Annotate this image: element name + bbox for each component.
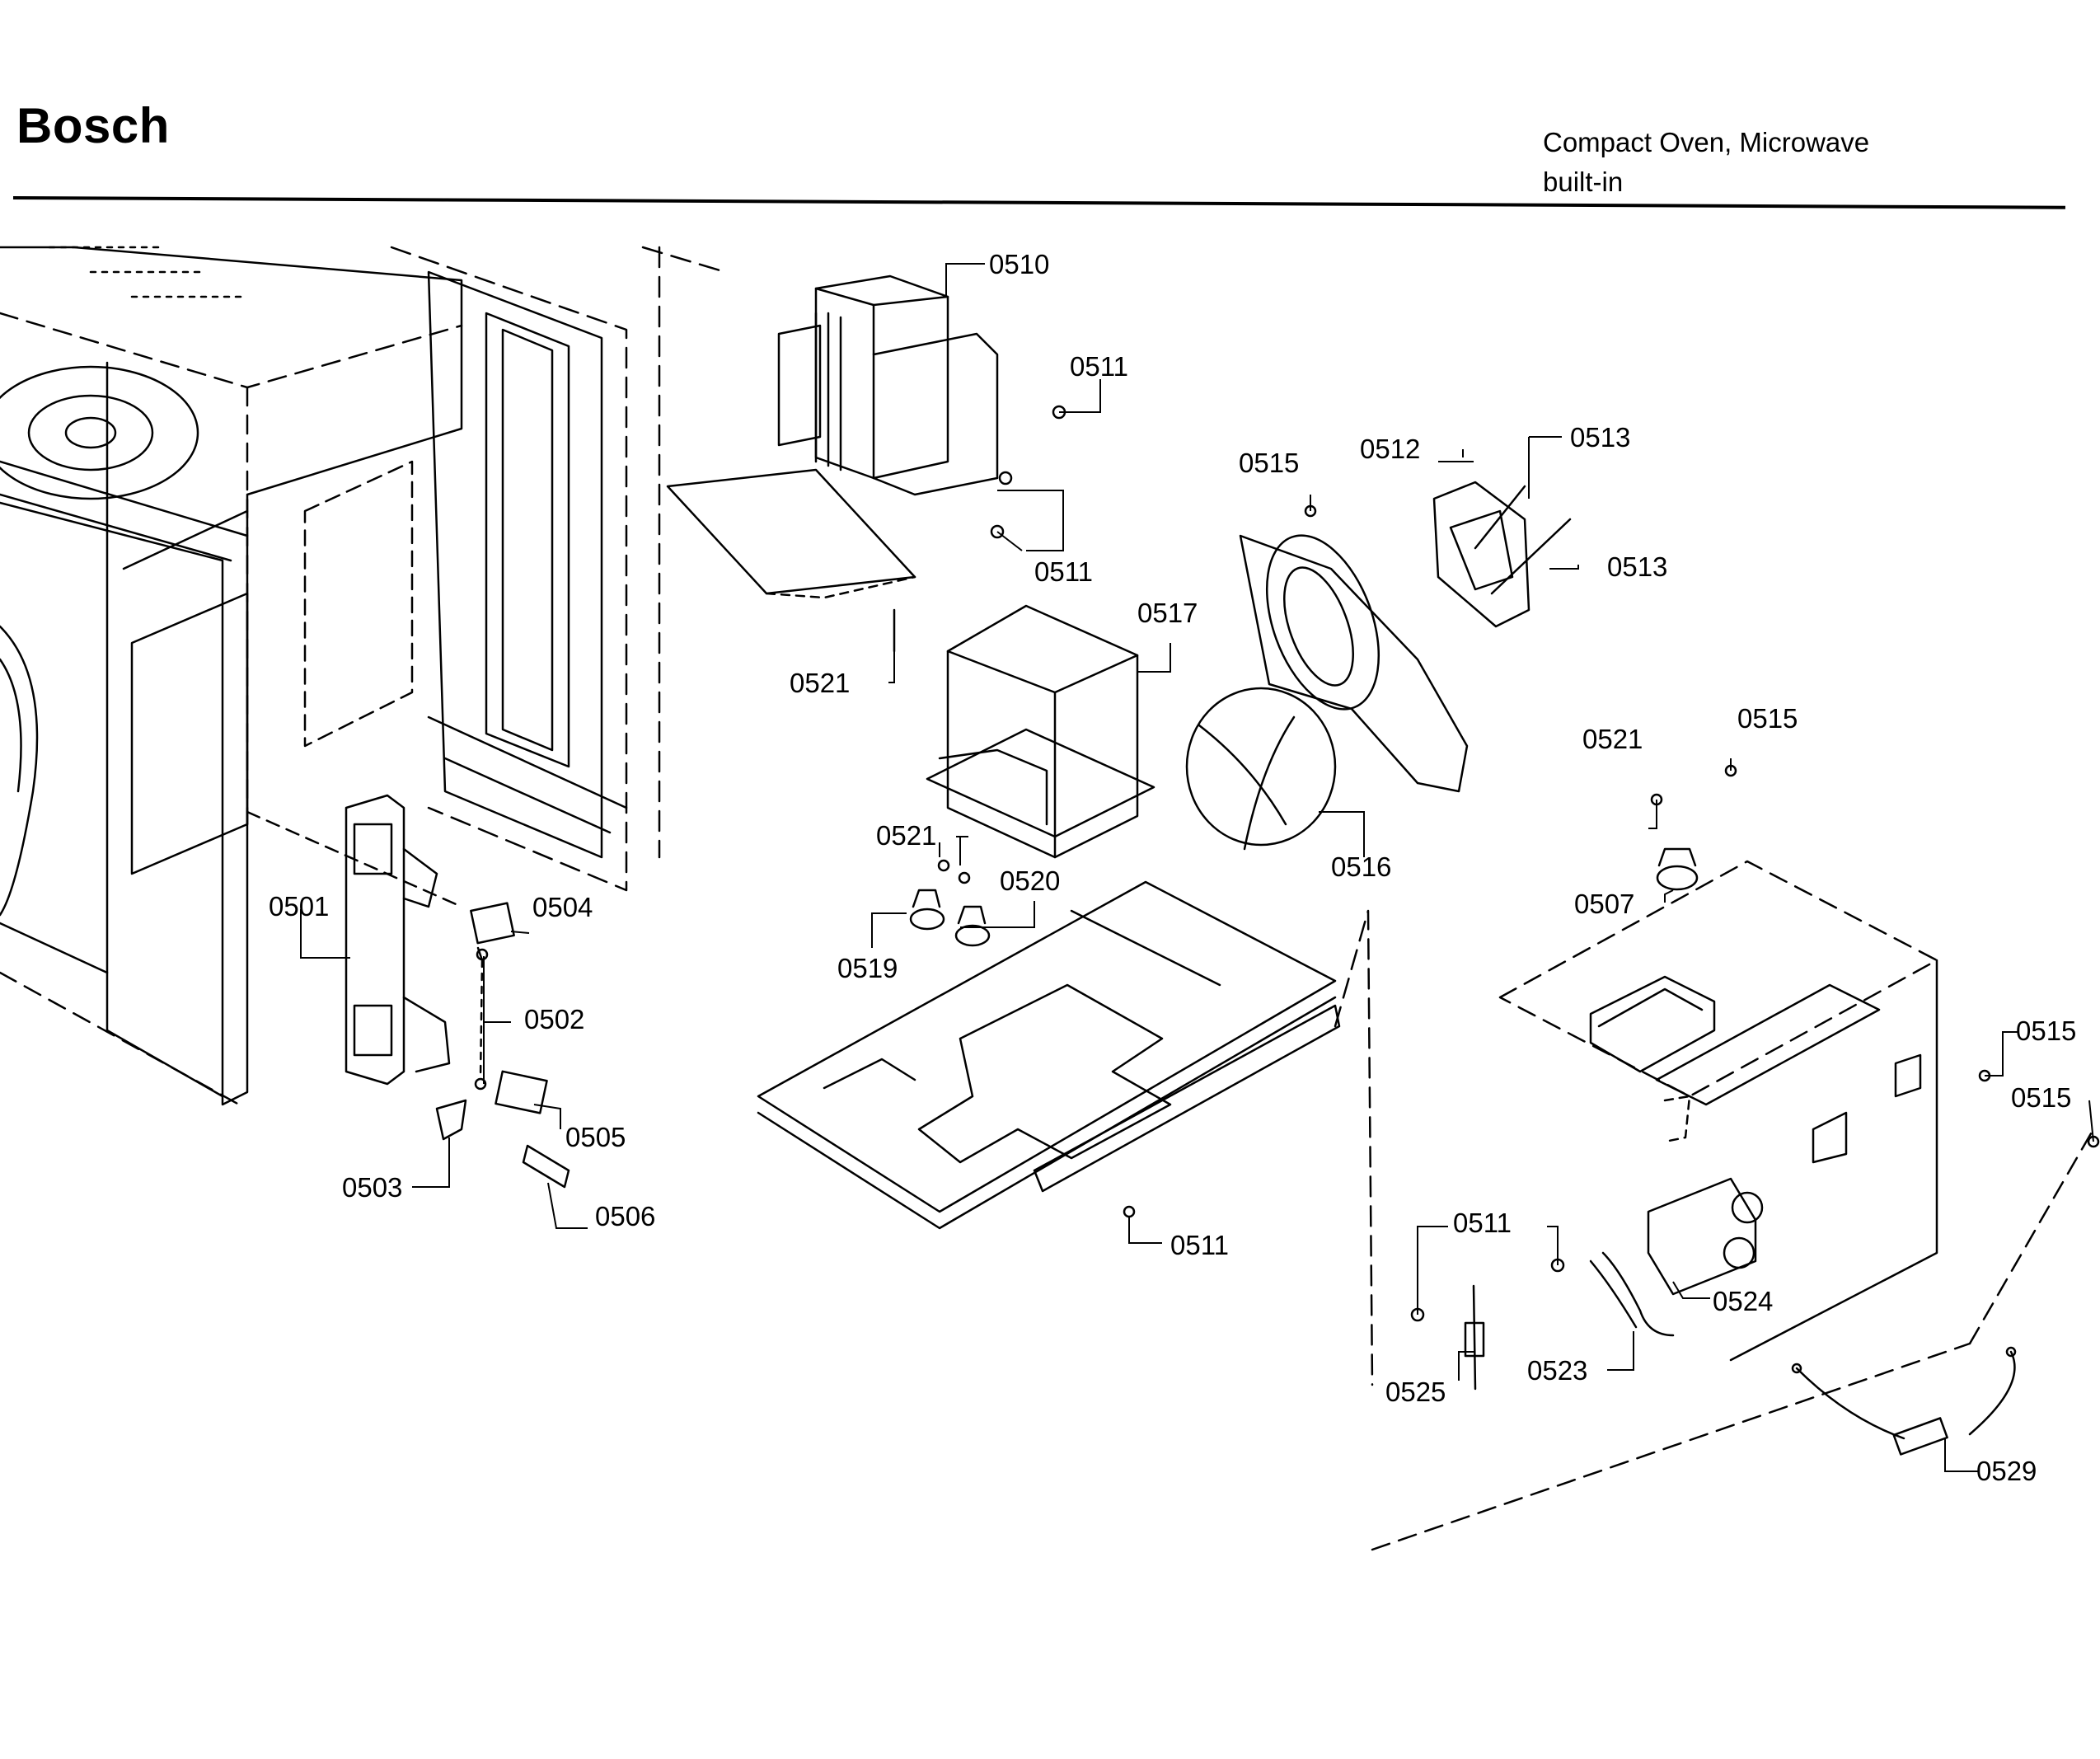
- callout-0515-fan: 0515: [1239, 448, 1299, 478]
- right-base-plate: [1498, 860, 1938, 1362]
- cabinet-rear-panel: [390, 246, 727, 892]
- fan-motor-0512: [1432, 481, 1530, 628]
- product-title-line2: built-in: [1543, 167, 1624, 197]
- callout-0521-duct: 0521: [790, 668, 850, 698]
- callout-0525: 0525: [1385, 1377, 1446, 1407]
- callout-0511-base: 0511: [1170, 1230, 1229, 1260]
- latch-screws: [474, 948, 489, 1091]
- callout-0503: 0503: [342, 1172, 402, 1203]
- callout-0506: 0506: [595, 1201, 655, 1231]
- capacitor-0524: [1647, 1177, 1764, 1296]
- callout-0511-upper: 0511: [1070, 351, 1128, 382]
- callout-0515-side: 0515: [2016, 1016, 2076, 1046]
- callout-0502: 0502: [524, 1004, 584, 1034]
- interlock-switch-0505: [495, 1070, 548, 1114]
- fan-housing: [1239, 534, 1469, 793]
- fuse-0529: [1791, 1346, 2017, 1456]
- callout-0513-lower: 0513: [1607, 551, 1667, 582]
- callout-0516: 0516: [1331, 851, 1391, 882]
- callout-0507: 0507: [1574, 889, 1634, 919]
- base-plate: [757, 880, 1337, 1230]
- base-rail: [1033, 909, 1374, 1386]
- callout-0524: 0524: [1713, 1286, 1773, 1316]
- callout-0529: 0529: [1976, 1456, 2037, 1486]
- latch-lever-0503: [435, 1099, 467, 1141]
- transformer-0517: [926, 604, 1155, 859]
- callout-0501: 0501: [269, 891, 329, 922]
- callout-0512: 0512: [1360, 434, 1420, 464]
- capacitor-bracket-0523: [1589, 1251, 1675, 1337]
- leader-lines: [300, 263, 2094, 1472]
- thermostat-0520: [954, 905, 991, 947]
- callout-0515-right: 0515: [1737, 703, 1798, 734]
- thermostat-0519: [909, 889, 945, 931]
- cabinet-outer-frame: [0, 246, 463, 1106]
- door-latch-bracket: [246, 794, 463, 1086]
- callout-0513-upper: 0513: [1570, 422, 1630, 453]
- brand-name: Bosch: [16, 98, 170, 153]
- callout-0521-right: 0521: [1582, 724, 1643, 754]
- callout-0515-edge: 0515: [2011, 1082, 2071, 1113]
- callout-0520: 0520: [1000, 865, 1060, 896]
- callout-0521-center: 0521: [876, 820, 936, 851]
- callout-0519: 0519: [837, 953, 898, 983]
- callout-0504: 0504: [532, 892, 593, 922]
- callout-0511-magnetron: 0511: [1034, 556, 1093, 587]
- right-outer-dash: [1371, 1128, 2095, 1551]
- callout-labels: 0510 0511 0511 0512 0513 0513 0515 0517 …: [269, 249, 2076, 1486]
- magnetron-0510: [777, 274, 999, 496]
- callout-0510: 0510: [989, 249, 1049, 279]
- screw-symbols: [937, 405, 2100, 1322]
- callout-0517: 0517: [1137, 598, 1198, 628]
- fan-screws-0513: [1474, 485, 1572, 595]
- magnetron-duct: [666, 468, 916, 653]
- latch-pin-0506: [522, 1144, 570, 1189]
- callout-0523: 0523: [1527, 1355, 1587, 1386]
- fan-blade-0516: [1185, 687, 1337, 851]
- thermostat-0507: [1656, 847, 1699, 891]
- diode-0525: [1464, 1284, 1485, 1391]
- callout-0505: 0505: [565, 1122, 626, 1152]
- product-title-line1: Compact Oven, Microwave: [1543, 127, 1870, 157]
- callout-0511-right: 0511: [1453, 1208, 1512, 1238]
